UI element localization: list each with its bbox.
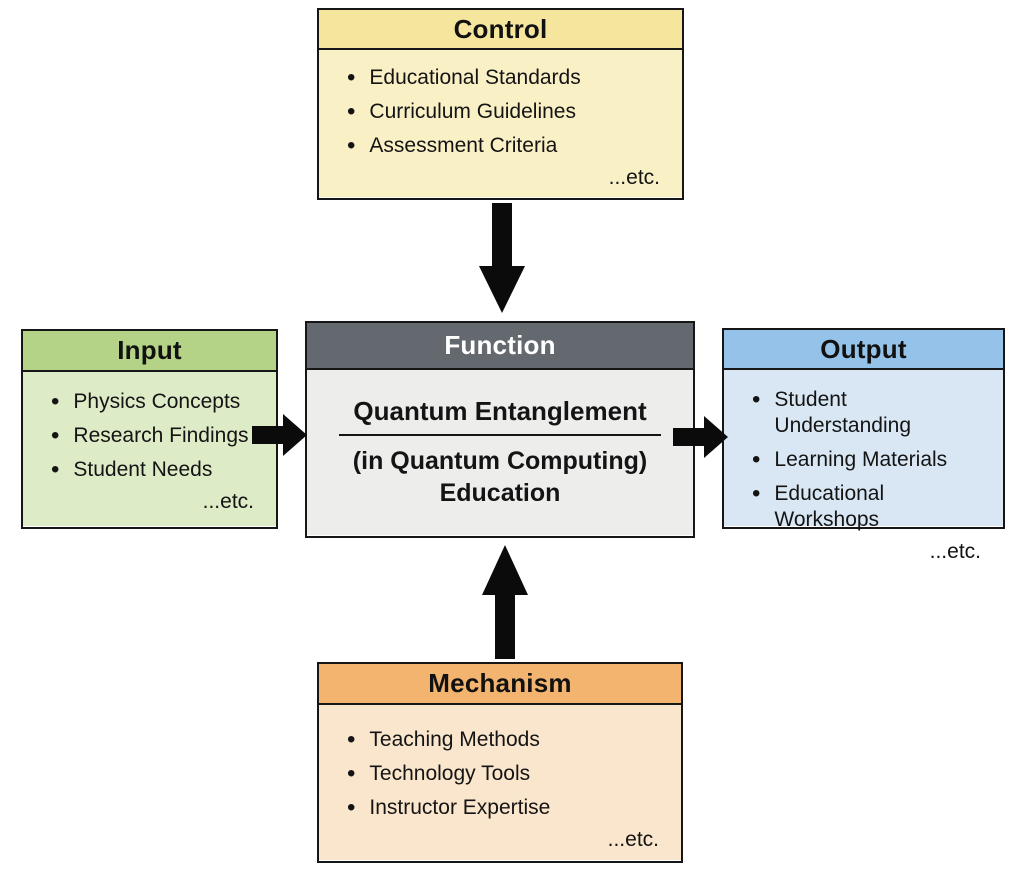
list-item: Learning Materials xyxy=(752,446,981,473)
input-box-body: Physics Concepts Research Findings Stude… xyxy=(23,372,276,526)
output-box: Output Student Understanding Learning Ma… xyxy=(722,328,1005,563)
mechanism-item-list: Teaching Methods Technology Tools Instru… xyxy=(319,705,681,821)
list-item: Research Findings xyxy=(51,422,254,449)
list-item: Physics Concepts xyxy=(51,388,254,415)
control-item-list: Educational Standards Curriculum Guideli… xyxy=(319,50,682,159)
function-box-body: Quantum Entanglement (in Quantum Computi… xyxy=(307,370,693,535)
input-etc-label: ...etc. xyxy=(202,490,254,513)
function-subject: Quantum Entanglement xyxy=(353,396,647,426)
list-item: Student Understanding xyxy=(752,386,981,439)
list-item: Assessment Criteria xyxy=(347,132,660,159)
function-domain: Education xyxy=(439,479,561,507)
function-context: (in Quantum Computing) xyxy=(352,447,648,475)
list-item: Student Needs xyxy=(51,456,254,483)
list-item: Instructor Expertise xyxy=(347,794,659,821)
list-item: Educational Workshops xyxy=(752,480,981,533)
function-box-title: Function xyxy=(307,323,693,370)
up-arrow-icon xyxy=(481,543,529,659)
input-item-list: Physics Concepts Research Findings Stude… xyxy=(23,372,276,483)
input-box: Input Physics Concepts Research Findings… xyxy=(21,329,278,529)
list-item: Curriculum Guidelines xyxy=(347,98,660,125)
output-box-title: Output xyxy=(724,330,1003,370)
list-item: Technology Tools xyxy=(347,760,659,787)
control-box-body: Educational Standards Curriculum Guideli… xyxy=(319,50,682,197)
mechanism-etc-label: ...etc. xyxy=(607,828,659,851)
control-etc-label: ...etc. xyxy=(608,166,660,189)
right-arrow-icon xyxy=(252,412,308,458)
function-subject-underline: Quantum Entanglement xyxy=(339,396,661,436)
down-arrow-icon xyxy=(478,203,526,313)
output-box-body: Student Understanding Learning Materials… xyxy=(724,370,1003,563)
function-box: Function Quantum Entanglement (in Quantu… xyxy=(305,321,695,538)
mechanism-box-title: Mechanism xyxy=(319,664,681,705)
output-item-list: Student Understanding Learning Materials… xyxy=(724,370,1003,533)
list-item: Educational Standards xyxy=(347,64,660,91)
mechanism-box: Mechanism Teaching Methods Technology To… xyxy=(317,662,683,863)
right-arrow-icon xyxy=(673,414,729,460)
output-etc-label: ...etc. xyxy=(929,540,981,563)
input-box-title: Input xyxy=(23,331,276,372)
list-item: Teaching Methods xyxy=(347,726,659,753)
control-box-title: Control xyxy=(319,10,682,50)
control-box: Control Educational Standards Curriculum… xyxy=(317,8,684,200)
mechanism-box-body: Teaching Methods Technology Tools Instru… xyxy=(319,705,681,860)
